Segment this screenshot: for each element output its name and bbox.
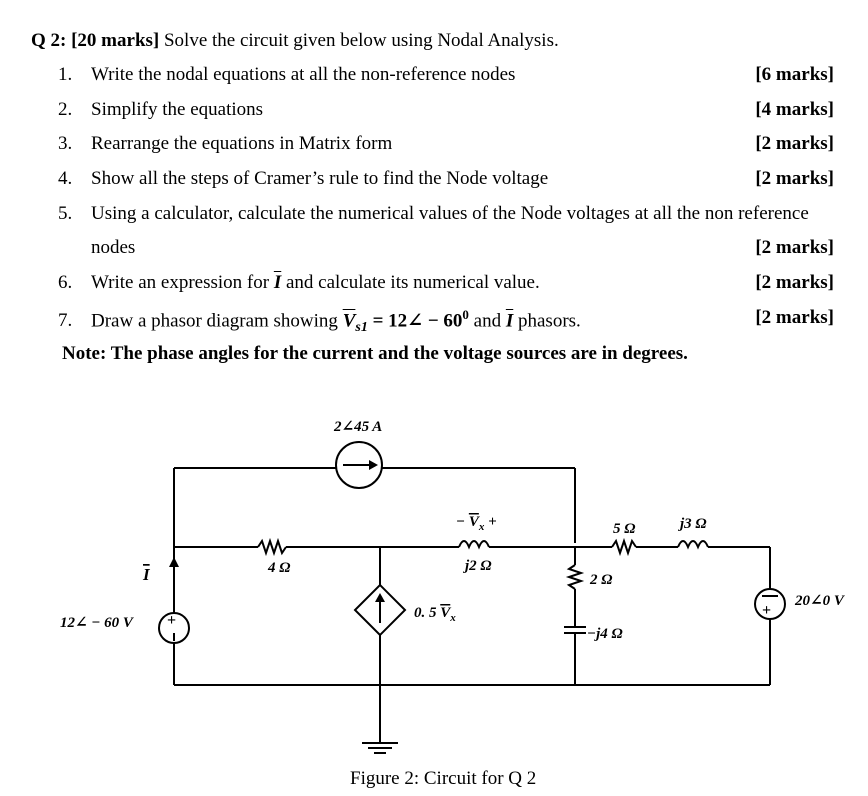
current-source-label: 2∠45 A: [333, 419, 382, 435]
right-source-label: 20∠0 V: [794, 593, 846, 609]
item-number: 3.: [58, 133, 73, 154]
voltage-value: = 12∠ − 60: [367, 310, 463, 332]
list-item: 6. Write an expression for I and calculat…: [58, 272, 540, 294]
resistor-2ohm: [565, 564, 585, 590]
item-text: Using a calculator, calculate the numeri…: [91, 203, 809, 224]
current-symbol: I: [273, 272, 282, 293]
item-text: phasors.: [513, 310, 581, 332]
item-text: Draw a phasor diagram showing: [91, 310, 343, 332]
arrow-head-icon: [375, 593, 385, 602]
current-symbol: I: [505, 310, 514, 332]
item-text: Simplify the equations: [91, 99, 264, 120]
resistor-2ohm-label: 2 Ω: [589, 572, 612, 588]
note: Note: The phase angles for the current a…: [62, 343, 688, 364]
arrow-head-icon: [369, 460, 378, 470]
item-marks: [2 marks]: [755, 168, 834, 189]
resistor-4ohm-label: 4 Ω: [267, 560, 290, 576]
circuit-diagram: + + 2∠45 A − Vx + 4 Ω j2 Ω 5 Ω j3 Ω 2 Ω …: [60, 419, 846, 754]
item-marks: [2 marks]: [755, 237, 834, 258]
item-number: 7.: [58, 310, 73, 332]
list-item: 3. Rearrange the equations in Matrix form: [58, 133, 392, 155]
list-item: 4. Show all the steps of Cramer’s rule to…: [58, 168, 548, 190]
left-source-label: 12∠ − 60 V: [60, 615, 135, 631]
inductor-j3-label: j3 Ω: [678, 516, 707, 532]
capacitor-label: −j4 Ω: [587, 626, 623, 642]
item-marks: [6 marks]: [755, 64, 834, 85]
resistor-5ohm: [611, 537, 637, 557]
item-number: 6.: [58, 272, 73, 293]
item-text: Write an expression for: [91, 272, 274, 293]
resistor-4ohm: [257, 537, 287, 557]
resistor-5ohm-label: 5 Ω: [613, 521, 635, 537]
arrow-head-icon: [169, 557, 179, 567]
item-text: Show all the steps of Cramer’s rule to f…: [91, 168, 549, 189]
current-i-label: I: [142, 565, 151, 584]
inductor-j3: [677, 540, 709, 550]
list-item: 1. Write the nodal equations at all the n…: [58, 64, 515, 86]
item-number: 2.: [58, 99, 73, 120]
ground-icon: [362, 742, 398, 754]
voltage-source-left: [158, 612, 190, 644]
question-label: Q 2: [20 marks]: [31, 30, 160, 51]
voltage-symbol: V: [342, 310, 356, 332]
item-marks: [4 marks]: [755, 99, 834, 120]
item-number: 1.: [58, 64, 73, 85]
list-item-continuation: nodes: [58, 237, 135, 259]
figure-caption: Figure 2: Circuit for Q 2: [350, 768, 537, 789]
item-marks: [2 marks]: [755, 307, 834, 328]
vx-label: − Vx +: [456, 514, 497, 533]
item-text: Write the nodal equations at all the non…: [91, 64, 516, 85]
item-text: nodes: [91, 237, 136, 258]
item-text: and: [468, 310, 506, 332]
question-text: Solve the circuit given below using Noda…: [159, 30, 559, 51]
question-header: Q 2: [20 marks] Solve the circuit given …: [31, 30, 559, 52]
item-marks: [2 marks]: [755, 272, 834, 293]
item-marks: [2 marks]: [755, 133, 834, 154]
item-number: 5.: [58, 203, 73, 224]
list-item: 7. Draw a phasor diagram showing Vs1 = 12…: [58, 307, 581, 336]
degree-superscript: 0: [462, 307, 469, 322]
dependent-source-label: 0. 5 Vx: [414, 605, 456, 624]
inductor-j2-label: j2 Ω: [463, 558, 492, 574]
item-number: 4.: [58, 168, 73, 189]
item-text: and calculate its numerical value.: [281, 272, 540, 293]
inductor-j2: [458, 540, 490, 550]
list-item: 5. Using a calculator, calculate the nume…: [58, 203, 809, 225]
list-item: 2. Simplify the equations: [58, 99, 263, 121]
voltage-subscript: s1: [355, 320, 368, 336]
plus-icon: +: [762, 602, 771, 619]
item-text: Rearrange the equations in Matrix form: [91, 133, 393, 154]
plus-icon: +: [167, 612, 176, 629]
